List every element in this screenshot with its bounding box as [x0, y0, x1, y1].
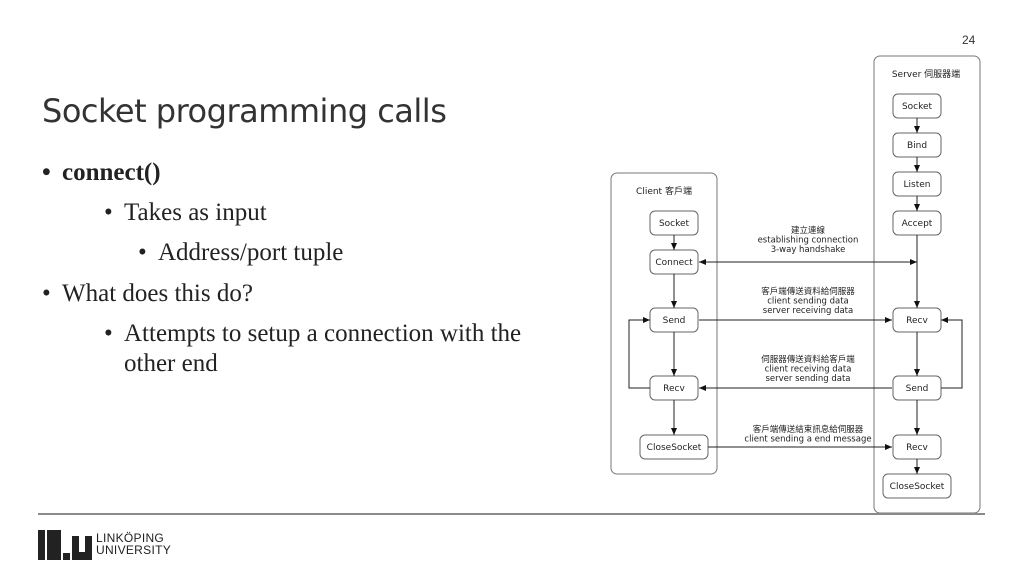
bullet-1: •connect(): [42, 159, 161, 186]
server-loop-arrow: [941, 317, 963, 389]
footer-rule: [38, 513, 985, 515]
page-number: 24: [962, 33, 976, 47]
client-label: Client 客戶端: [636, 185, 692, 197]
server-label: Server 伺服器端: [892, 68, 960, 80]
message-label: server receiving data: [763, 306, 853, 316]
svg-text:Socket: Socket: [902, 102, 933, 112]
message-label: client sending data: [767, 297, 848, 307]
bullet-5-cont: other end: [124, 350, 218, 377]
client-lane: [610, 172, 718, 475]
server-node-listen: Listen: [892, 171, 942, 197]
message-label: 客戶端傳送資料給伺服器: [761, 286, 855, 297]
message-label: server sending data: [765, 374, 850, 384]
server-node-send: Send: [892, 375, 942, 401]
svg-text:Connect: Connect: [655, 258, 693, 268]
svg-text:Listen: Listen: [904, 180, 931, 190]
svg-text:Accept: Accept: [902, 219, 933, 229]
svg-text:CloseSocket: CloseSocket: [647, 443, 702, 453]
client-node-connect: Connect: [649, 249, 699, 275]
server-node-socket: Socket: [892, 93, 942, 119]
logo-line1: LINKÖPING: [96, 531, 165, 545]
svg-text:Recv: Recv: [906, 443, 928, 453]
svg-text:Recv: Recv: [663, 384, 685, 394]
client-node-send: Send: [649, 307, 699, 333]
message-label: 伺服器傳送資料給客戶端: [761, 354, 855, 365]
message-label: client sending a end message: [744, 435, 871, 445]
svg-text:CloseSocket: CloseSocket: [890, 482, 945, 492]
server-node-recv: Recv: [892, 434, 942, 460]
message-label: establishing connection: [758, 236, 859, 246]
client-node-socket: Socket: [649, 210, 699, 236]
bullet-5: •Attempts to setup a connection with the: [104, 320, 522, 347]
message-label: 客戶端傳送結束訊息給伺服器: [753, 424, 864, 435]
client-node-recv: Recv: [649, 375, 699, 401]
slide-title: Socket programming calls: [42, 92, 447, 130]
svg-text:Send: Send: [906, 384, 929, 394]
svg-text:Send: Send: [663, 316, 686, 326]
bullet-4: •What does this do?: [42, 280, 253, 307]
liu-logo-mark: [38, 530, 92, 560]
liu-logo: LINKÖPING UNIVERSITY: [38, 528, 171, 560]
bullet-2: •Takes as input: [104, 199, 267, 226]
client-node-closesocket: CloseSocket: [639, 434, 709, 460]
server-node-recv: Recv: [892, 307, 942, 333]
server-node-bind: Bind: [892, 132, 942, 158]
svg-text:Socket: Socket: [659, 219, 690, 229]
bullet-3: •Address/port tuple: [138, 239, 344, 266]
client-loop-arrow: [628, 317, 650, 389]
message-label: client receiving data: [765, 365, 852, 375]
message-label: 建立連線: [791, 225, 826, 236]
message-label: 3-way handshake: [771, 245, 846, 255]
svg-text:Recv: Recv: [906, 316, 928, 326]
server-node-accept: Accept: [892, 210, 942, 236]
svg-text:Bind: Bind: [907, 141, 927, 151]
server-node-closesocket: CloseSocket: [882, 473, 952, 499]
logo-line2: UNIVERSITY: [96, 543, 172, 557]
